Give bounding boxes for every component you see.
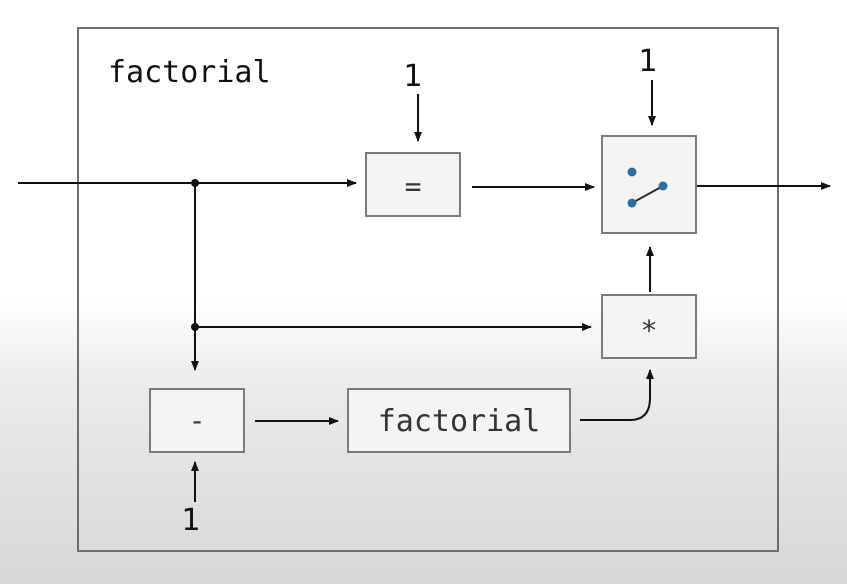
junction-dot: [191, 323, 199, 331]
switch-terminal-bottom: [627, 198, 637, 208]
switch-terminal-output: [658, 181, 668, 191]
subtract-label: -: [189, 404, 206, 437]
outer-frame: [77, 27, 779, 552]
factorial-to-multiply-wire: [580, 369, 654, 421]
factorial-call-label: factorial: [378, 404, 541, 439]
diagram-title: factorial: [108, 55, 271, 90]
switch-terminal-top: [627, 167, 637, 177]
equals-box: [365, 152, 461, 217]
subtract-constant: 1: [181, 503, 200, 538]
multiply-box: [601, 294, 697, 359]
equals-constant: 1: [403, 59, 422, 94]
switch-lever: [631, 185, 664, 204]
factorial-call-box: [347, 388, 571, 453]
subtract-box: [149, 388, 245, 453]
switch-box: [601, 135, 697, 234]
multiply-label: *: [641, 314, 658, 347]
equals-label: =: [405, 170, 422, 203]
switch-constant: 1: [638, 44, 657, 79]
junction-dot: [191, 179, 199, 187]
